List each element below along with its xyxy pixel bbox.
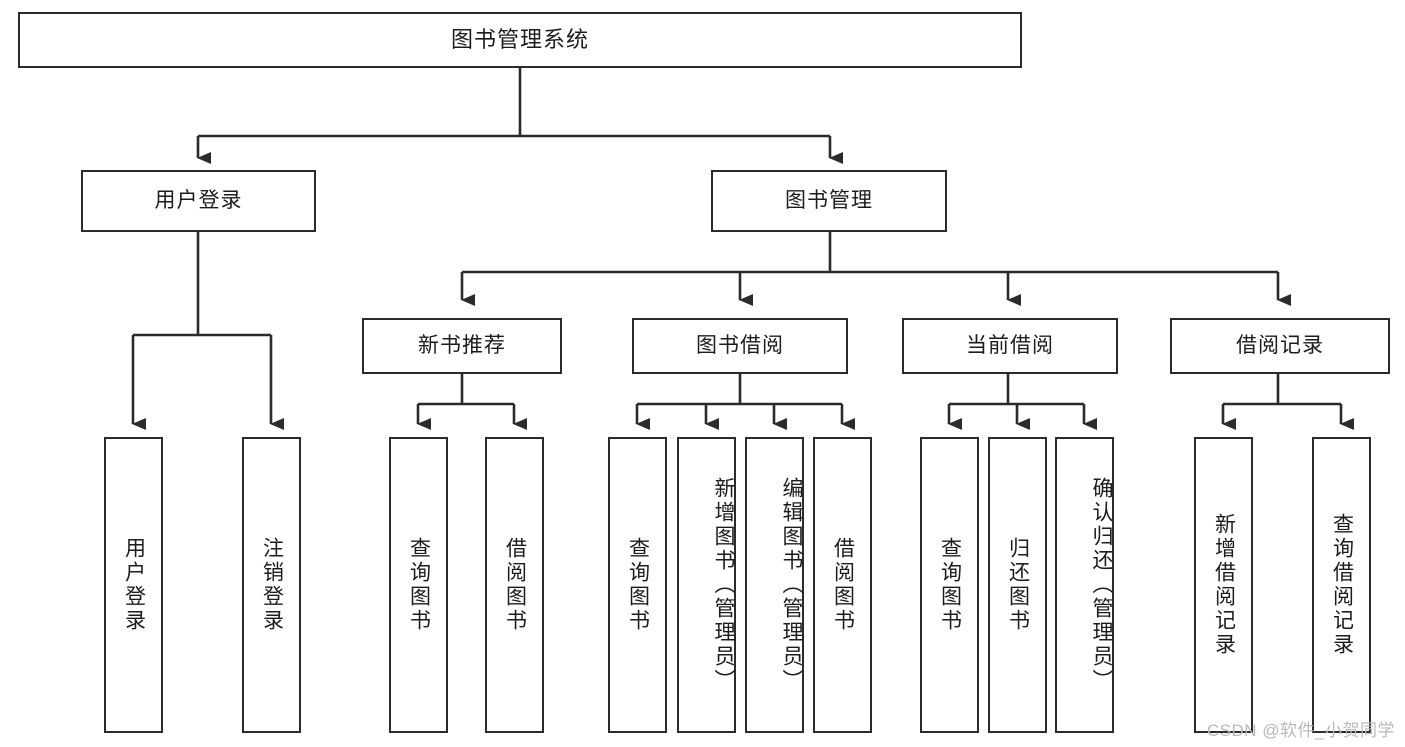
node-book-borrow[interactable]: 图书借阅	[632, 318, 848, 374]
node-label: 图书管理系统	[450, 26, 589, 52]
node-leaf-user-login[interactable]: 用户登录	[104, 437, 163, 733]
node-label: 借阅记录	[1236, 334, 1324, 358]
node-label: 图书借阅	[696, 334, 784, 358]
node-label: 编辑图书（管理员）	[780, 477, 803, 693]
node-label: 用户登录	[122, 537, 146, 633]
node-book-manage[interactable]: 图书管理	[711, 170, 947, 232]
node-label: 查询图书	[407, 537, 431, 633]
watermark-text: CSDN @软件_小贺同学	[1206, 721, 1395, 740]
node-label: 注销登录	[260, 537, 284, 633]
node-leaf-logout-login[interactable]: 注销登录	[242, 437, 301, 733]
node-label: 查询借阅记录	[1330, 513, 1354, 657]
node-leaf-borrow-book-2[interactable]: 借阅图书	[813, 437, 872, 733]
node-label: 借阅图书	[503, 537, 527, 633]
node-leaf-borrow-book-1[interactable]: 借阅图书	[485, 437, 544, 733]
node-label: 新书推荐	[418, 334, 506, 358]
node-label: 确认归还（管理员）	[1090, 477, 1113, 693]
node-label: 归还图书	[1006, 537, 1030, 633]
node-leaf-query-book-1[interactable]: 查询图书	[389, 437, 448, 733]
node-leaf-add-borrow-record[interactable]: 新增借阅记录	[1194, 437, 1253, 733]
node-label: 新增图书（管理员）	[712, 477, 735, 693]
node-leaf-query-book-2[interactable]: 查询图书	[608, 437, 667, 733]
node-leaf-confirm-return-admin[interactable]: 确认归还（管理员）	[1055, 437, 1114, 733]
node-leaf-add-book-admin[interactable]: 新增图书（管理员）	[677, 437, 736, 733]
node-label: 新增借阅记录	[1212, 513, 1236, 657]
node-leaf-edit-book-admin[interactable]: 编辑图书（管理员）	[745, 437, 804, 733]
node-root-system[interactable]: 图书管理系统	[18, 12, 1022, 68]
node-current-borrow[interactable]: 当前借阅	[902, 318, 1118, 374]
node-leaf-return-book[interactable]: 归还图书	[988, 437, 1047, 733]
node-label: 图书管理	[785, 189, 873, 213]
node-new-book-recommend[interactable]: 新书推荐	[362, 318, 562, 374]
node-label: 借阅图书	[831, 537, 855, 633]
node-label: 用户登录	[154, 189, 243, 213]
node-leaf-query-borrow-record[interactable]: 查询借阅记录	[1312, 437, 1371, 733]
node-leaf-query-book-3[interactable]: 查询图书	[920, 437, 979, 733]
node-label: 查询图书	[626, 537, 650, 633]
node-label: 查询图书	[938, 537, 962, 633]
node-label: 当前借阅	[966, 334, 1054, 358]
node-user-login[interactable]: 用户登录	[81, 170, 316, 232]
node-borrow-record[interactable]: 借阅记录	[1170, 318, 1390, 374]
